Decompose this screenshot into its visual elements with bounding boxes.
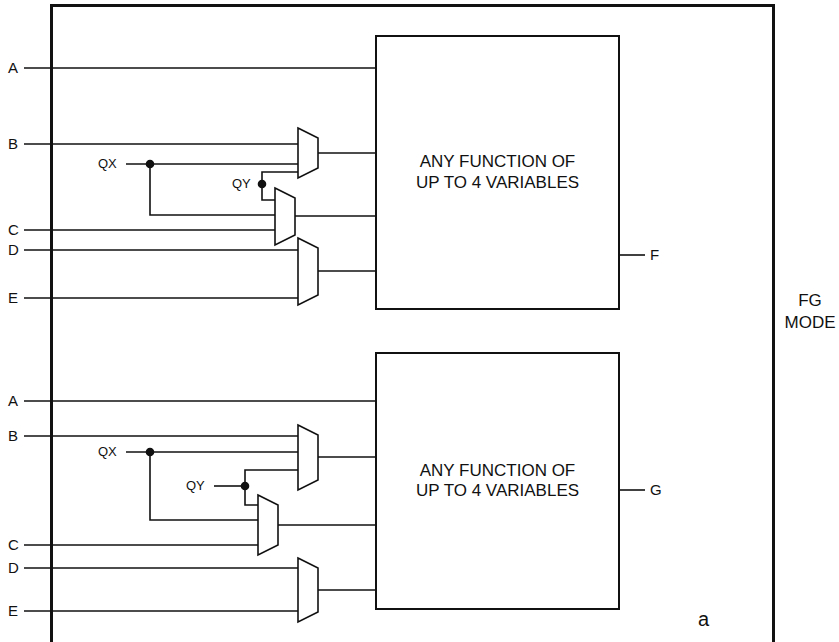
input-pin: E — [8, 603, 18, 619]
input-pin: A — [8, 60, 18, 76]
input-pin: A — [8, 393, 18, 409]
input-pin: C — [8, 537, 19, 553]
function-generator: ANY FUNCTION OF UP TO 4 VARIABLES — [375, 352, 620, 610]
top-wiring — [24, 68, 645, 305]
input-pin: D — [8, 560, 19, 576]
signal-name: QX — [98, 444, 117, 460]
input-pin: B — [8, 136, 18, 152]
input-pin: C — [8, 222, 19, 238]
input-pin: E — [8, 290, 18, 306]
block-letter: a — [698, 607, 709, 631]
signal-name: QY — [232, 176, 251, 192]
bottom-wiring — [24, 401, 645, 622]
output-pin: F — [650, 247, 659, 263]
signal-name: QY — [186, 478, 205, 494]
input-pin: D — [8, 242, 19, 258]
function-text: ANY FUNCTION OF UP TO 4 VARIABLES — [413, 152, 583, 193]
output-pin: G — [650, 482, 662, 498]
function-text: ANY FUNCTION OF UP TO 4 VARIABLES — [413, 461, 583, 502]
outer-block: a ANY FUNCTION OF UP TO 4 VARIABLES ANY FU… — [50, 4, 775, 642]
function-generator: ANY FUNCTION OF UP TO 4 VARIABLES — [375, 35, 620, 310]
input-pin: B — [8, 428, 18, 444]
signal-name: QX — [98, 156, 117, 172]
mode-title: FG MODE — [780, 290, 839, 334]
